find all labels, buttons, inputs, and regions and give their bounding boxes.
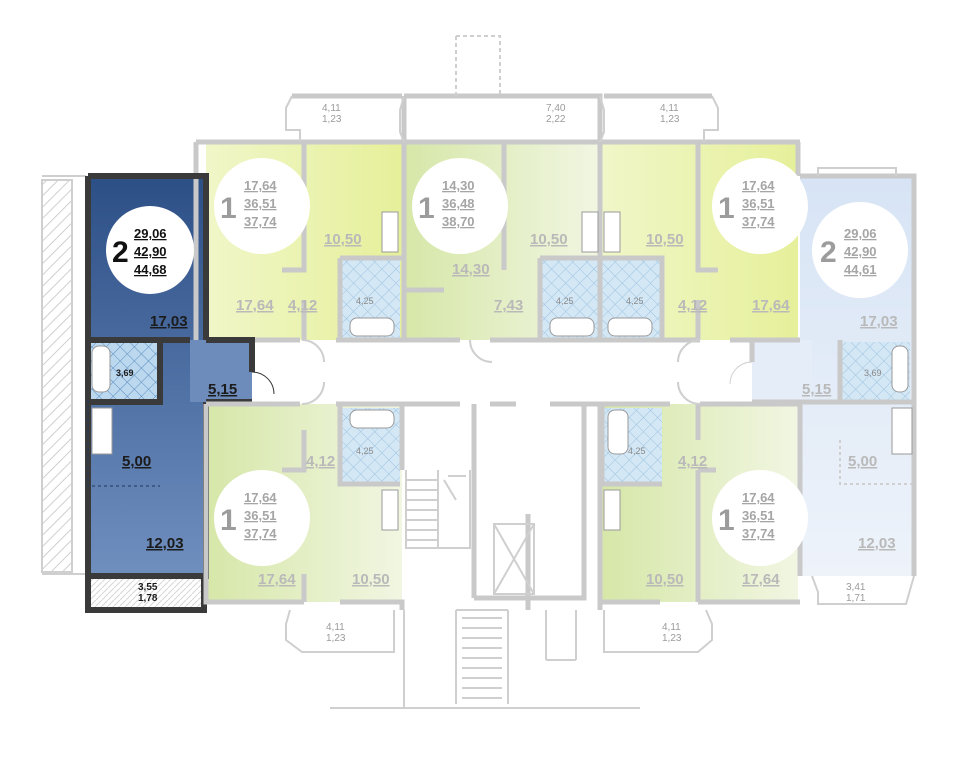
bath-area: 4,25: [628, 446, 646, 456]
hall-area: 5,15: [802, 381, 831, 398]
living-area: 12,03: [858, 535, 896, 552]
apt-label-bottom-right[interactable]: 1 17,64 36,51 37,74: [718, 490, 775, 541]
total-area: 36,48: [442, 196, 475, 211]
total-area: 36,51: [742, 508, 775, 523]
apt-label-top-left[interactable]: 1 17,64 36,51 37,74: [220, 178, 277, 229]
room-area: 17,03: [860, 313, 898, 330]
selected-hall: [190, 340, 252, 402]
total-with-balcony: 44,61: [844, 262, 877, 277]
room-area: 14,30: [452, 261, 490, 278]
kitchen-area: 10,50: [352, 571, 390, 588]
room-area: 17,64: [236, 297, 274, 314]
circle-group: [106, 158, 908, 566]
balcony-area: 7,40: [546, 103, 566, 114]
room-area: 17,64: [752, 297, 790, 314]
balcony-area-coef: 1,23: [660, 114, 680, 125]
left-loggia: [41, 179, 73, 573]
kitchen-area: 5,00: [122, 453, 151, 470]
room-area: 17,03: [150, 313, 188, 330]
hall-area: 4,12: [306, 453, 335, 470]
bath-area: 4,25: [556, 296, 574, 306]
rooms-count: 1: [718, 504, 735, 537]
kitchen-area: 10,50: [530, 231, 568, 248]
rooms-count: 2: [112, 236, 129, 269]
total-area: 36,51: [244, 196, 277, 211]
balcony-area: 3,41: [846, 582, 866, 593]
balcony-area: 4,11: [326, 622, 345, 633]
room-area: 17,64: [742, 571, 780, 588]
bath-area: 4,25: [626, 296, 644, 306]
total-with-balcony: 37,74: [244, 214, 277, 229]
fixtures: [91, 211, 913, 531]
bath-area: 4,25: [356, 296, 374, 306]
balcony-area-coef: 1,23: [662, 633, 682, 644]
balcony-area: 4,11: [662, 622, 681, 633]
room-area: 17,64: [258, 571, 296, 588]
living-area: 17,64: [742, 490, 775, 505]
kitchen-area: 10,50: [324, 231, 362, 248]
rooms-count: 1: [418, 192, 435, 225]
total-with-balcony: 37,74: [244, 526, 277, 541]
total-area: 36,51: [244, 508, 277, 523]
balcony-area: 4,11: [660, 103, 679, 114]
total-with-balcony: 44,68: [134, 262, 167, 277]
hall-area: 4,12: [678, 297, 707, 314]
total-area: 42,90: [844, 244, 877, 259]
balcony-area-coef: 1,23: [326, 633, 346, 644]
living-area: 17,64: [244, 490, 277, 505]
apt-label-left[interactable]: 2 29,06 42,90 44,68: [112, 226, 167, 277]
balcony-area-coef: 1,71: [846, 593, 866, 604]
living-area: 29,06: [134, 226, 167, 241]
hall-area: 4,12: [288, 297, 317, 314]
apt-label-bottom-left[interactable]: 1 17,64 36,51 37,74: [220, 490, 277, 541]
rooms-count: 1: [220, 192, 237, 225]
total-with-balcony: 38,70: [442, 214, 475, 229]
total-with-balcony: 37,74: [742, 526, 775, 541]
balcony-area: 4,11: [322, 103, 341, 114]
bath-area: 3,69: [116, 368, 134, 378]
total-area: 42,90: [134, 244, 167, 259]
apt-label-top-center[interactable]: 1 14,30 36,48 38,70: [418, 178, 475, 229]
rooms-count: 2: [820, 236, 837, 269]
kitchen-area: 5,00: [848, 453, 877, 470]
balcony-area: 3,55: [138, 582, 158, 593]
hall-area: 4,12: [678, 453, 707, 470]
total-with-balcony: 37,74: [742, 214, 775, 229]
apt-label-right[interactable]: 2 29,06 42,90 44,61: [820, 226, 877, 277]
balcony-area-coef: 2,22: [546, 114, 566, 125]
kitchen-area: 10,50: [646, 231, 684, 248]
kitchen-area: 10,50: [646, 571, 684, 588]
living-area: 17,64: [244, 178, 277, 193]
living-area: 29,06: [844, 226, 877, 241]
living-area: 14,30: [442, 178, 475, 193]
rooms-count: 1: [718, 192, 735, 225]
hall-area: 5,15: [208, 381, 237, 398]
right-hall: [752, 340, 812, 402]
rooms-count: 1: [220, 504, 237, 537]
bath-area: 4,25: [356, 446, 374, 456]
bath-area: 3,69: [864, 368, 882, 378]
selected-balcony: [90, 574, 202, 610]
living-area: 17,64: [742, 178, 775, 193]
hall-area: 7,43: [494, 297, 523, 314]
balcony-area-coef: 1,23: [322, 114, 342, 125]
total-area: 36,51: [742, 196, 775, 211]
balcony-area-coef: 1,78: [138, 593, 158, 604]
living-area: 12,03: [146, 535, 184, 552]
apt-label-top-right[interactable]: 1 17,64 36,51 37,74: [718, 178, 775, 229]
